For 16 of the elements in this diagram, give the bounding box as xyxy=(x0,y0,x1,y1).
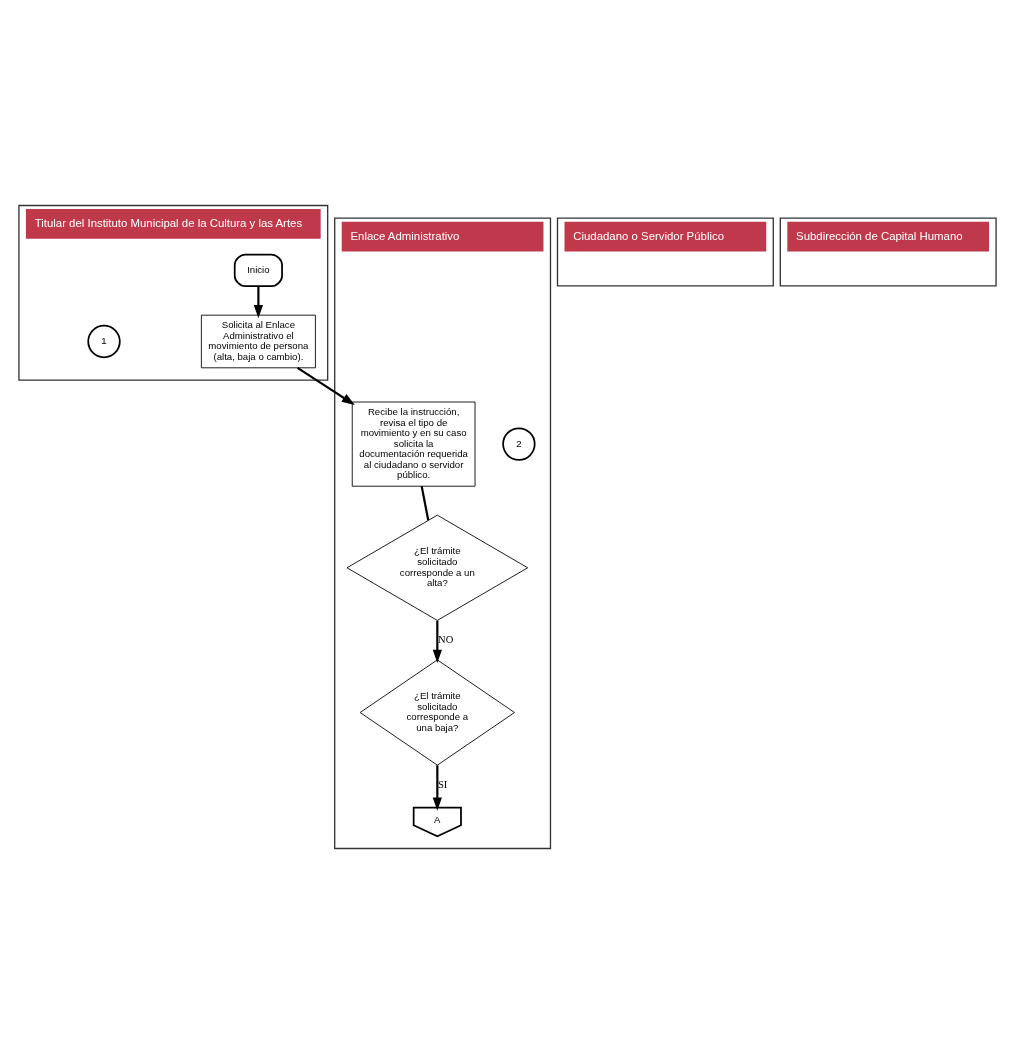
node-box: Ciudadano o Servidor Público xyxy=(556,217,774,287)
edge-label: NO xyxy=(438,633,454,645)
node-circle: 1 xyxy=(87,324,121,358)
node-box: Subdirección de Capital Humano xyxy=(779,217,997,287)
node-box: Solicita al Enlace Administrativo el movimiento de persona (alta, baja o cambio). xyxy=(200,314,316,368)
edge-label: SI xyxy=(437,778,448,790)
node-diamond: ¿El trámite solicitado corresponde a un alta? xyxy=(346,514,529,621)
node-box: Recibe la instrucción, revisa el tipo de movimiento y en su caso solicita la documentación requerida al ciudadano o servidor público. xyxy=(351,401,476,487)
arrow xyxy=(432,620,442,663)
arrow xyxy=(253,285,263,318)
node-diamond: ¿El trámite solicitado corresponde a una baja? xyxy=(359,658,515,766)
arrow xyxy=(432,764,442,811)
node-circle: 2 xyxy=(502,426,536,461)
arrow xyxy=(296,366,355,405)
node-box: Inicio xyxy=(233,253,283,287)
connector xyxy=(420,485,430,520)
